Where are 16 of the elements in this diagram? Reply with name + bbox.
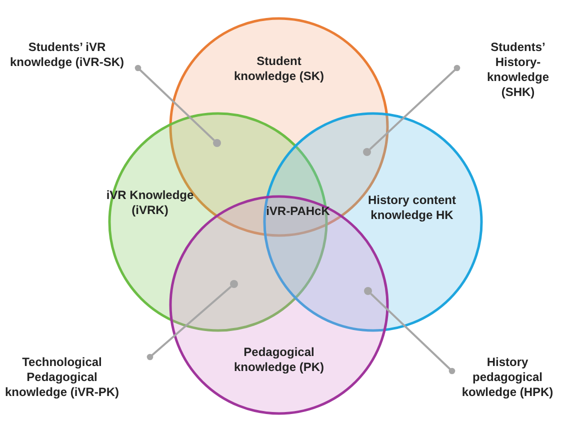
- leader-line: [134, 64, 215, 141]
- callout-text: History pedagogical kowledge (HPK): [455, 355, 560, 400]
- leader-line: [369, 64, 460, 150]
- callout-text: Technological Pedagogical knowledge (iVR-PK): [2, 355, 122, 400]
- leader-line: [370, 293, 456, 374]
- circle-label: Student knowledge (SK): [234, 54, 324, 84]
- leader-dot: [230, 280, 238, 288]
- callout-text: Students’ History-knowledge (SHK): [470, 40, 566, 100]
- circle-label: History content knowledge HK: [366, 193, 457, 223]
- center-label: iVR-PAHcK: [265, 204, 331, 218]
- leader-dot: [364, 287, 372, 295]
- leader-line: [146, 286, 232, 360]
- leader-dot: [363, 148, 371, 156]
- leader-dot: [213, 139, 221, 147]
- circle-label: Pedagogical knowledge (PK): [232, 345, 325, 375]
- callout-text: Students’ iVR knowledge (iVR-SK): [8, 40, 126, 70]
